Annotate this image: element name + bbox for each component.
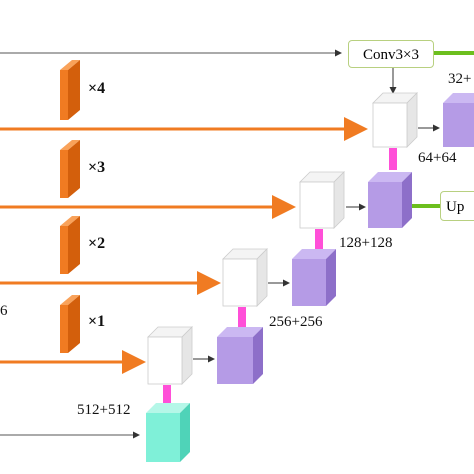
orange-slab-3 bbox=[60, 216, 80, 274]
purple-block-level-1 bbox=[443, 93, 474, 147]
pink-link-level-3 bbox=[238, 307, 246, 327]
multiplier-label-4: ×1 bbox=[88, 313, 106, 330]
white-block-level-3 bbox=[222, 248, 268, 307]
multiplier-label-2: ×3 bbox=[88, 159, 106, 176]
purple-block-level-2 bbox=[292, 249, 336, 306]
pink-link-level-4 bbox=[163, 385, 171, 405]
multiplier-label-1: ×4 bbox=[88, 80, 106, 97]
pink-link-level-1 bbox=[389, 148, 397, 170]
orange-slab-1 bbox=[60, 60, 80, 120]
channel-label-32: 32+ bbox=[448, 71, 472, 87]
purple-block-level-1b bbox=[368, 172, 412, 228]
upsample-box: Up bbox=[440, 191, 474, 221]
conv3x3-box: Conv3×3 bbox=[348, 40, 434, 68]
edge-label: 6 bbox=[0, 303, 8, 319]
white-block-level-2 bbox=[299, 171, 345, 229]
channel-label-512: 512+512 bbox=[77, 402, 131, 418]
white-block-level-1 bbox=[372, 92, 418, 148]
orange-slab-4 bbox=[60, 295, 80, 353]
cyan-block-bottom bbox=[146, 403, 190, 462]
orange-slab-2 bbox=[60, 140, 80, 198]
pink-link-level-2 bbox=[315, 229, 323, 249]
channel-label-128: 128+128 bbox=[339, 235, 393, 251]
channel-label-256: 256+256 bbox=[269, 314, 323, 330]
channel-label-64: 64+64 bbox=[418, 150, 457, 166]
purple-block-level-3 bbox=[217, 327, 263, 384]
multiplier-label-3: ×2 bbox=[88, 235, 106, 252]
white-block-level-4 bbox=[147, 326, 193, 385]
